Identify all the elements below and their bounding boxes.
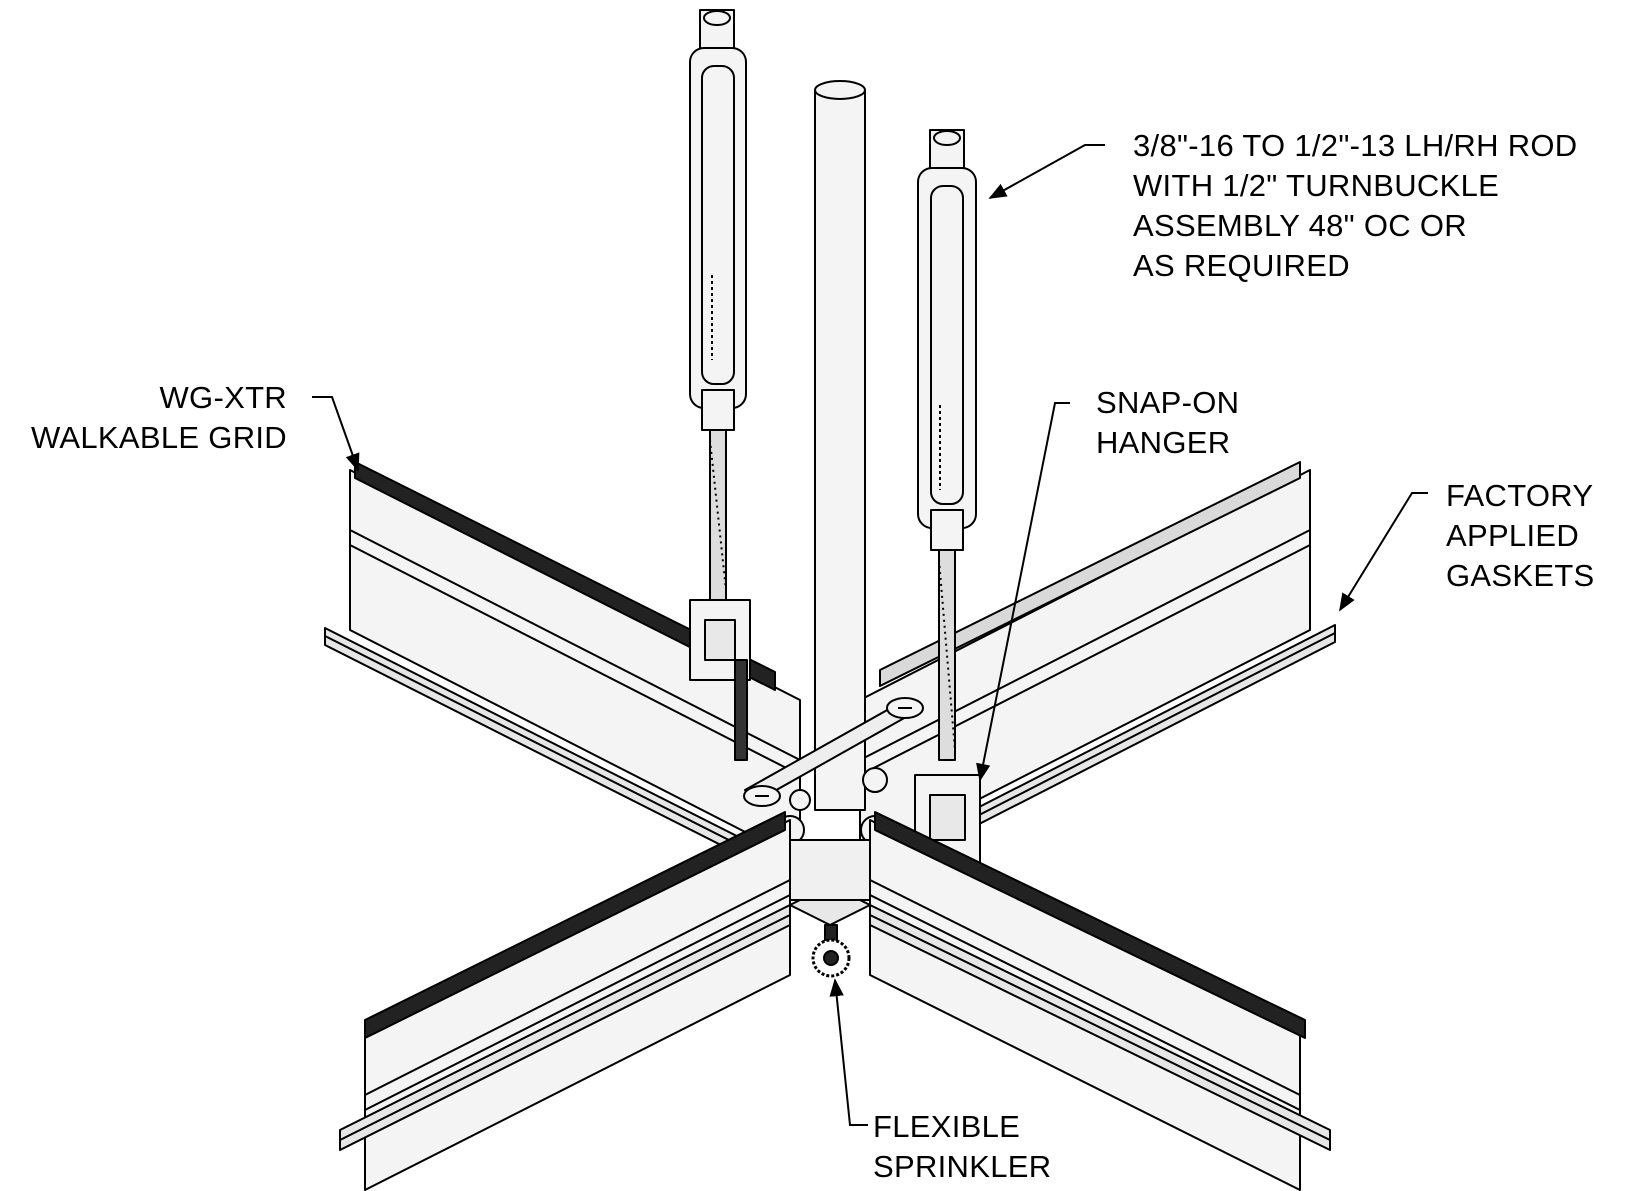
leader-rod [988, 144, 1105, 199]
callout-sprinkler-line: FLEXIBLE [873, 1109, 1021, 1144]
callout-gaskets-label: FACTORY APPLIED GASKETS [1446, 476, 1595, 596]
grid-arm-front-left [339, 811, 791, 1191]
turnbuckle-rod-left [689, 9, 751, 761]
callout-rod-line: AS REQUIRED [1133, 248, 1350, 283]
leader-grid [312, 396, 360, 472]
callout-sprinkler-line: SPRINKLER [873, 1149, 1052, 1184]
callout-hanger-line: HANGER [1096, 425, 1231, 460]
grid-intersection [789, 839, 871, 926]
callout-rod-line: 3/8"-16 TO 1/2"-13 LH/RH ROD [1133, 128, 1578, 163]
callout-rod-label: 3/8"-16 TO 1/2"-13 LH/RH ROD WITH 1/2" T… [1133, 126, 1578, 286]
callout-rod-line: WITH 1/2" TURNBUCKLE [1133, 168, 1500, 203]
callout-grid-line: WALKABLE GRID [31, 420, 287, 455]
callout-hanger-label: SNAP-ON HANGER [1096, 383, 1239, 463]
hanger-strap [743, 697, 924, 807]
callout-sprinkler-label: FLEXIBLE SPRINKLER [873, 1107, 1051, 1187]
callout-gaskets-line: GASKETS [1446, 558, 1595, 593]
callout-grid-line: WG-XTR [159, 380, 287, 415]
callout-gaskets-line: FACTORY [1446, 478, 1594, 513]
turnbuckle-rod-right [914, 129, 981, 866]
leader-gaskets [1339, 492, 1428, 612]
callout-gaskets-line: APPLIED [1446, 518, 1580, 553]
callout-grid-label: WG-XTR WALKABLE GRID [10, 378, 287, 458]
sprinkler-head [811, 924, 851, 978]
leader-hanger [976, 402, 1070, 782]
vertical-pipe [814, 80, 866, 811]
leader-sprinkler [829, 978, 868, 1126]
grid-arm-front-right [869, 811, 1331, 1191]
callout-hanger-line: SNAP-ON [1096, 385, 1240, 420]
callout-rod-line: ASSEMBLY 48" OC OR [1133, 208, 1467, 243]
grid-arm-back-left [324, 461, 801, 886]
